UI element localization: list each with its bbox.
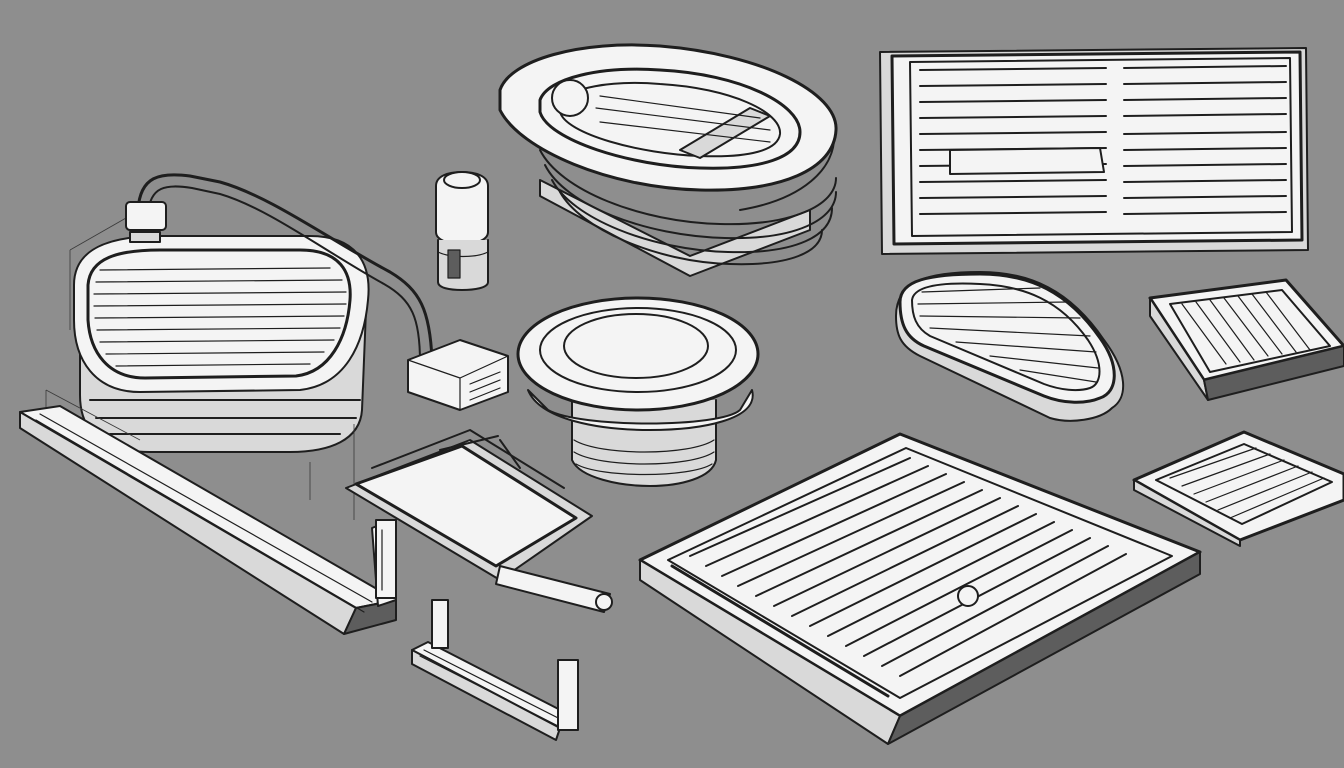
small-bottle (435, 171, 489, 291)
drop-shaped-grill-plate (895, 271, 1125, 422)
oval-tray-stack (498, 43, 838, 277)
large-square-grill-tray (638, 432, 1202, 745)
small-square-grille-upper (1148, 278, 1344, 401)
vent-grille-panel (879, 47, 1309, 255)
oval-grill-pan-with-arm (69, 173, 509, 453)
hinged-plate-bracket (309, 424, 613, 613)
small-square-grille-lower (1132, 430, 1344, 547)
round-bowl-container (516, 296, 760, 487)
small-bracket-rail (411, 599, 579, 741)
